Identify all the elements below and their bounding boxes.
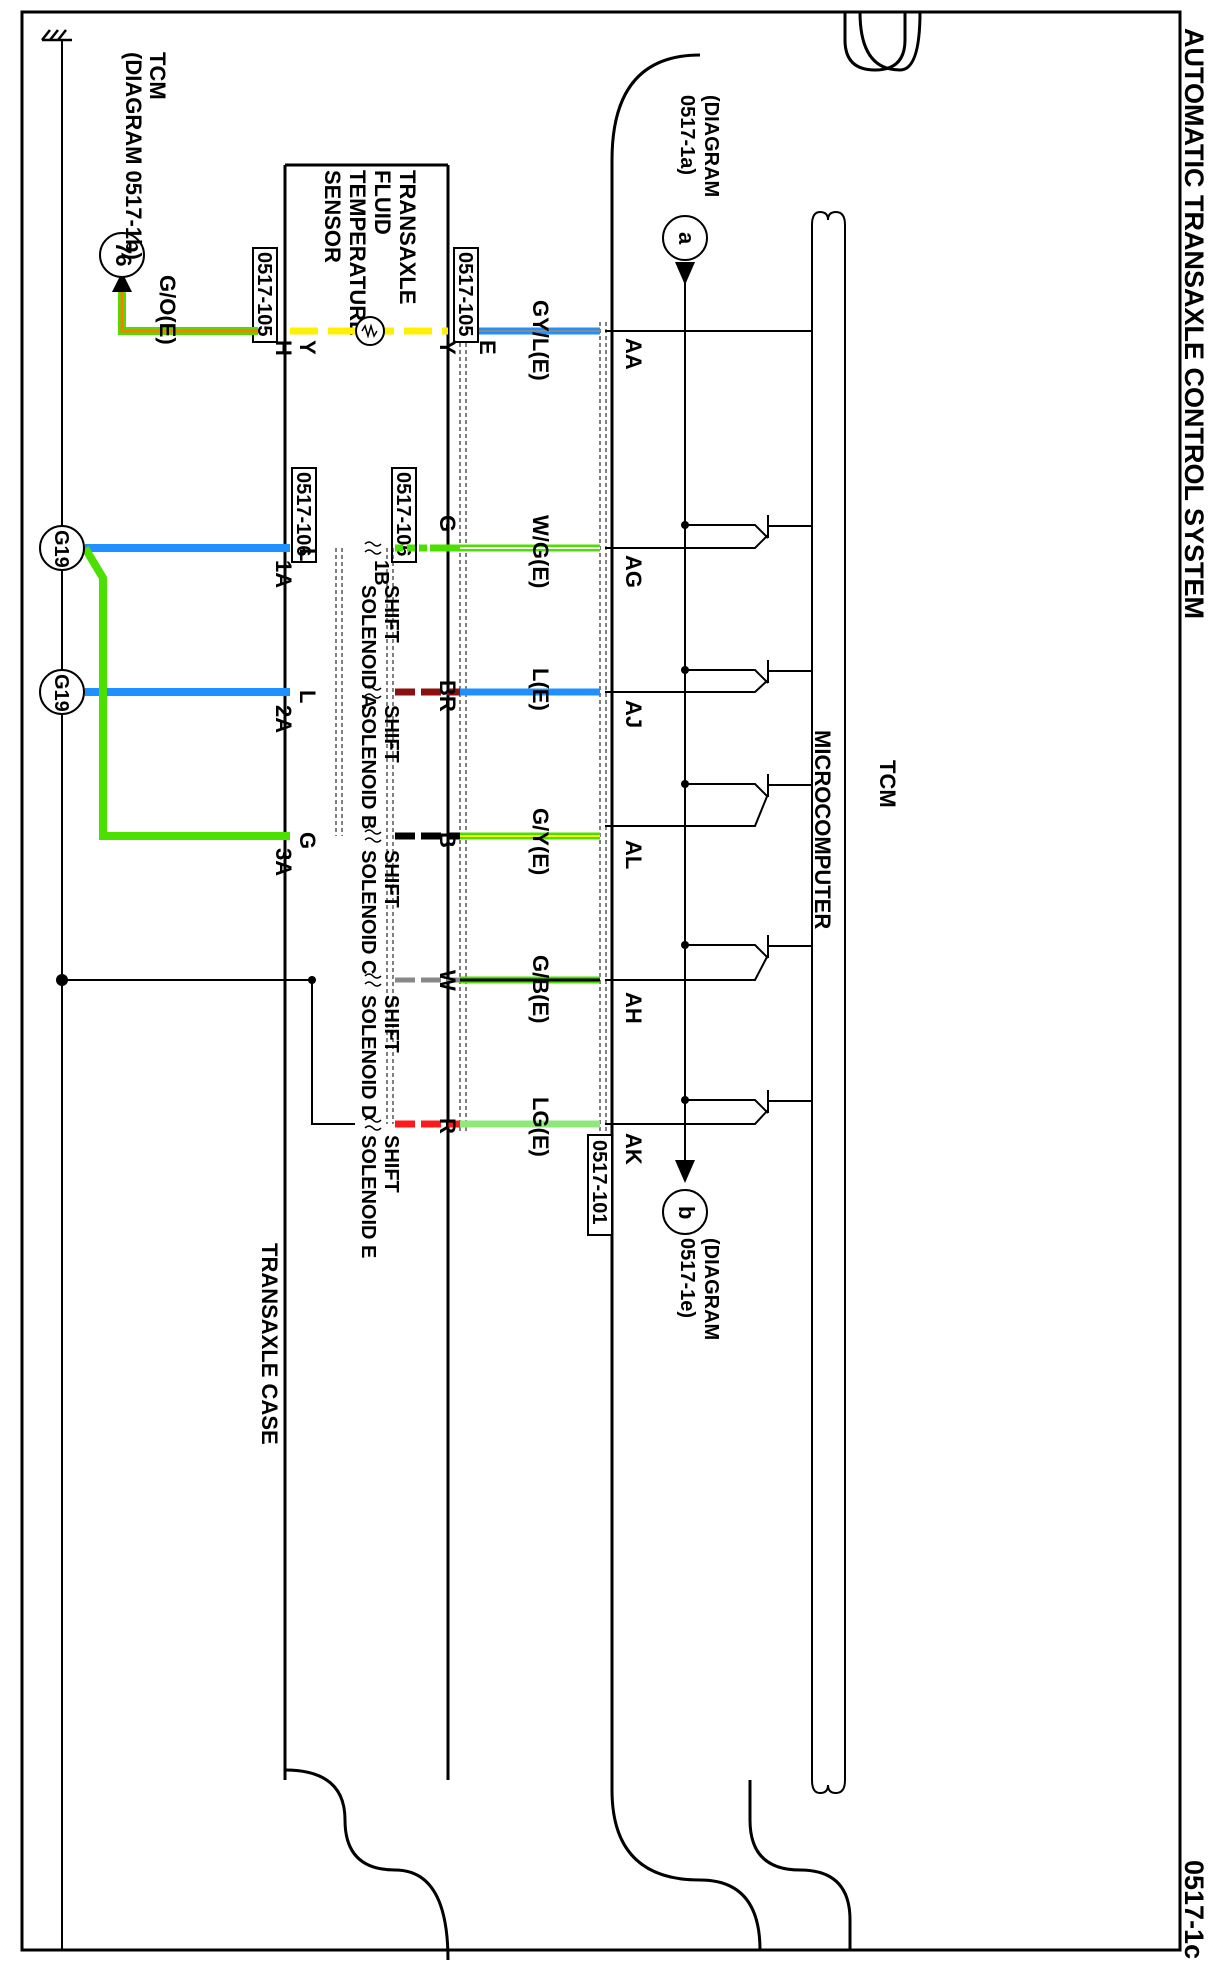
- tcm-ref-line1: TCM: [145, 52, 170, 100]
- ref-b-diagram-line1: (DIAGRAM: [700, 1238, 722, 1340]
- connector-0517-106-b: 0517-106: [292, 472, 314, 557]
- solenoid-b-line2: SOLENOID B: [357, 705, 379, 829]
- terminal-ak: AK: [621, 1133, 646, 1165]
- inner-color-br: BR: [435, 680, 460, 712]
- wire-label-w-g: W/G(E): [528, 515, 553, 588]
- connector-0517-101: 0517-101: [588, 1140, 610, 1225]
- ground-symbol-icon: [41, 29, 72, 42]
- ground-g19-1-label: G19: [50, 530, 72, 568]
- ref-76-circle[interactable]: [99, 232, 145, 278]
- transistor-ag: [605, 515, 812, 549]
- sensor-label-line3: TEMPERATURE: [345, 170, 370, 336]
- ground-g19-1[interactable]: [39, 525, 85, 571]
- pin-3a: 3A: [271, 848, 296, 876]
- terminal-aa: AA: [621, 338, 646, 370]
- wire-label-lg: LG(E): [528, 1097, 553, 1157]
- ref-a-diagram-line1: (DIAGRAM: [700, 95, 722, 197]
- inner-color-y: Y: [435, 340, 460, 355]
- ref-a-diagram-line2: 0517-1a): [676, 95, 698, 175]
- solenoid-b-line1: SHIFT: [380, 705, 402, 763]
- pin-1a: 1A: [271, 560, 296, 588]
- sensor-label-line1: TRANSAXLE: [395, 170, 420, 304]
- wire-label-l: L(E): [528, 668, 553, 711]
- terminal-aj: AJ: [621, 700, 646, 728]
- pin-e: E: [475, 340, 500, 355]
- microcomputer-label: MICROCOMPUTER: [810, 730, 835, 929]
- solenoid-d-line2: SOLENOID D: [357, 995, 379, 1119]
- outer-color-y: Y: [295, 340, 320, 355]
- tcm-ref-line2: (DIAGRAM 0517-1b): [121, 52, 146, 260]
- connector-0517-105-a: 0517-105: [454, 252, 476, 337]
- ground-g19-2[interactable]: [39, 669, 85, 715]
- tcm-label: TCM: [875, 760, 900, 808]
- page-frame: [20, 10, 1182, 1952]
- ref-b-circle[interactable]: [662, 1189, 708, 1235]
- solenoid-e-line1: SHIFT: [380, 1135, 402, 1193]
- diagram-main: TCM MICROCOMPUTER a (DIAGRAM 0517-1a) b …: [39, 11, 1209, 1961]
- wire-label-g-b: G/B(E): [528, 955, 553, 1023]
- sensor-label-line4: SENSOR: [320, 170, 345, 263]
- solenoid-a-line1: SHIFT: [380, 585, 402, 643]
- outer-color-g: G: [295, 832, 320, 849]
- ref-b-diagram-line2: 0517-1e): [676, 1238, 698, 1318]
- ground-g19-2-label: G19: [50, 674, 72, 712]
- outer-color-l1: L: [295, 548, 320, 561]
- inner-color-r: R: [435, 1118, 460, 1134]
- diagram-title: AUTOMATIC TRANSAXLE CONTROL SYSTEM: [1179, 28, 1209, 619]
- terminal-ag: AG: [621, 555, 646, 588]
- connector-0517-105-b: 0517-105: [253, 252, 275, 337]
- ref-b-letter: b: [674, 1206, 699, 1219]
- wire-g-o: [118, 291, 258, 335]
- inner-color-g: G: [435, 515, 460, 532]
- ref-76-label: 76: [111, 242, 136, 266]
- pin-1b: 1B: [370, 560, 392, 586]
- inner-color-w: W: [435, 970, 460, 991]
- solenoid-d-line1: SHIFT: [380, 995, 402, 1053]
- solenoid-a-line2: SOLENOID A: [357, 585, 379, 709]
- terminal-ah: AH: [621, 992, 646, 1024]
- outer-color-l2: L: [295, 690, 320, 703]
- wire-label-g-y: G/Y(E): [528, 808, 553, 875]
- transaxle-case-label: TRANSAXLE CASE: [257, 1243, 282, 1445]
- terminal-al: AL: [621, 840, 646, 869]
- pin-h: H: [271, 340, 296, 356]
- wire-label-gy-l: GY/L(E): [528, 300, 553, 381]
- solenoid-e-line2: SOLENOID E: [357, 1135, 379, 1258]
- pin-2a: 2A: [271, 705, 296, 733]
- connector-0517-106-a: 0517-106: [392, 472, 414, 557]
- solenoid-c-line2: SOLENOID C: [357, 850, 379, 974]
- wire-label-g-o: G/O(E): [155, 275, 180, 345]
- ref-a-circle[interactable]: [662, 215, 708, 261]
- wire-ground-3a: [81, 545, 290, 840]
- solenoid-c-line1: SHIFT: [380, 850, 402, 908]
- ref-a-letter: a: [674, 232, 699, 245]
- sensor-label-line2: FLUID: [370, 170, 395, 235]
- page-id: 0517-1c: [1179, 1860, 1209, 1959]
- inner-color-b: B: [435, 832, 460, 848]
